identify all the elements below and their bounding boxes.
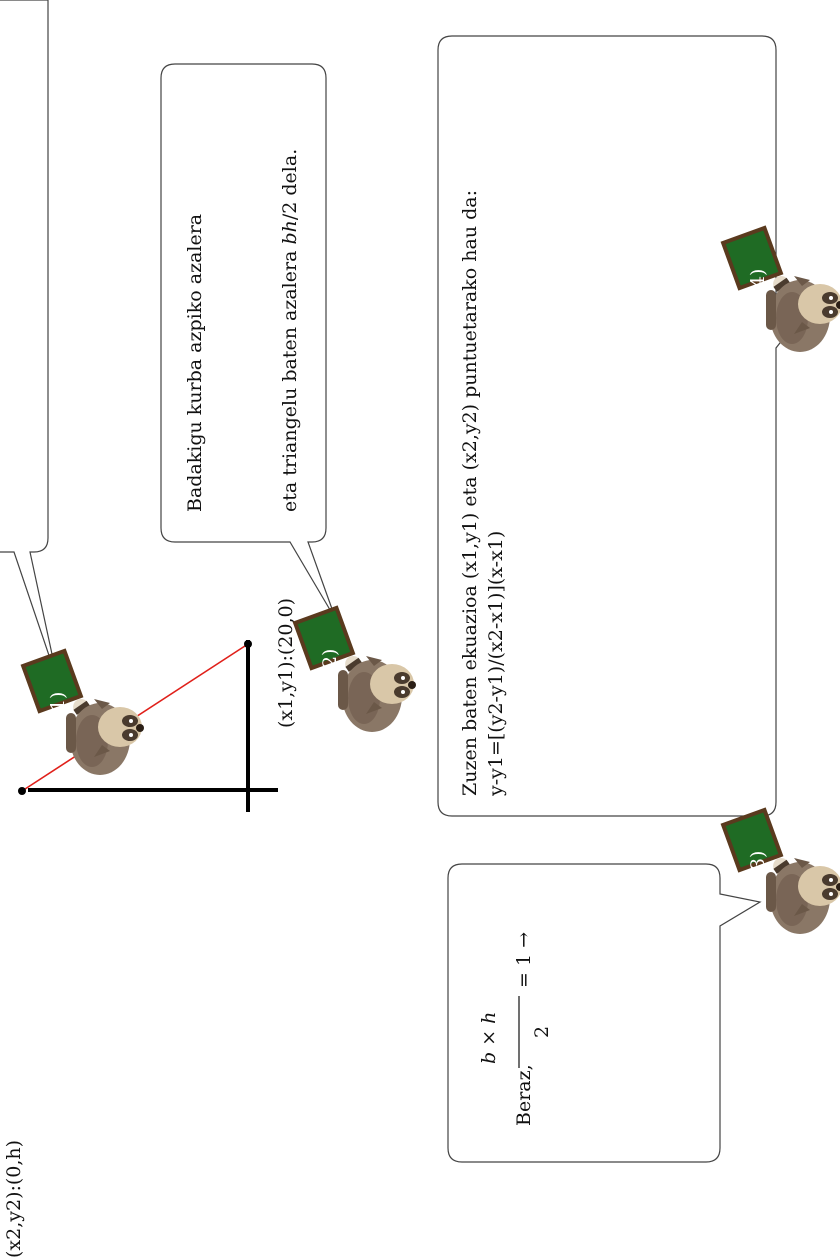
bubble-4-line-1: Zuzen baten ekuazioa (x1,y1) eta (x2,y2)…	[459, 190, 481, 796]
character-1-label: (1)	[47, 692, 69, 719]
character-1: (1)	[21, 648, 146, 777]
bubble-2-line-2: eta triangelu baten azalera bh/2 dela.	[279, 149, 301, 512]
bubble-3-numerator: b × h	[478, 1012, 500, 1064]
speech-bubble-2: Badakigu kurba azpiko azalera eta triang…	[160, 63, 337, 621]
character-4: (4)	[721, 225, 840, 354]
bubble-2-line-1: Badakigu kurba azpiko azalera	[184, 214, 206, 512]
point-label-p2: (x2,y2):(0,h)	[3, 1140, 25, 1258]
axes	[28, 640, 278, 812]
bubble-4-line-2: y-y1=[(y2-y1)/(x2-x1)](x-x1)	[485, 531, 507, 797]
bubble-3-denominator: 2	[531, 1026, 553, 1038]
speech-bubble-1	[0, 0, 59, 683]
character-3-label: (3)	[747, 851, 769, 878]
character-3: (3)	[721, 807, 840, 936]
character-2-label: (2)	[319, 649, 341, 676]
speech-bubble-3: Beraz, b × h 2 = 1 →	[447, 863, 762, 1163]
point-x1-y1	[244, 640, 252, 648]
character-4-label: (4)	[747, 269, 769, 296]
point-x2-y2	[18, 787, 26, 795]
bubble-3-prefix: Beraz,	[513, 1064, 535, 1126]
character-2: (2)	[293, 605, 418, 734]
speech-bubble-4: Zuzen baten ekuazioa (x1,y1) eta (x2,y2)…	[437, 35, 821, 817]
point-label-p1: (x1,y1):(20,0)	[275, 598, 297, 728]
bubble-3-result: = 1 →	[513, 932, 535, 988]
